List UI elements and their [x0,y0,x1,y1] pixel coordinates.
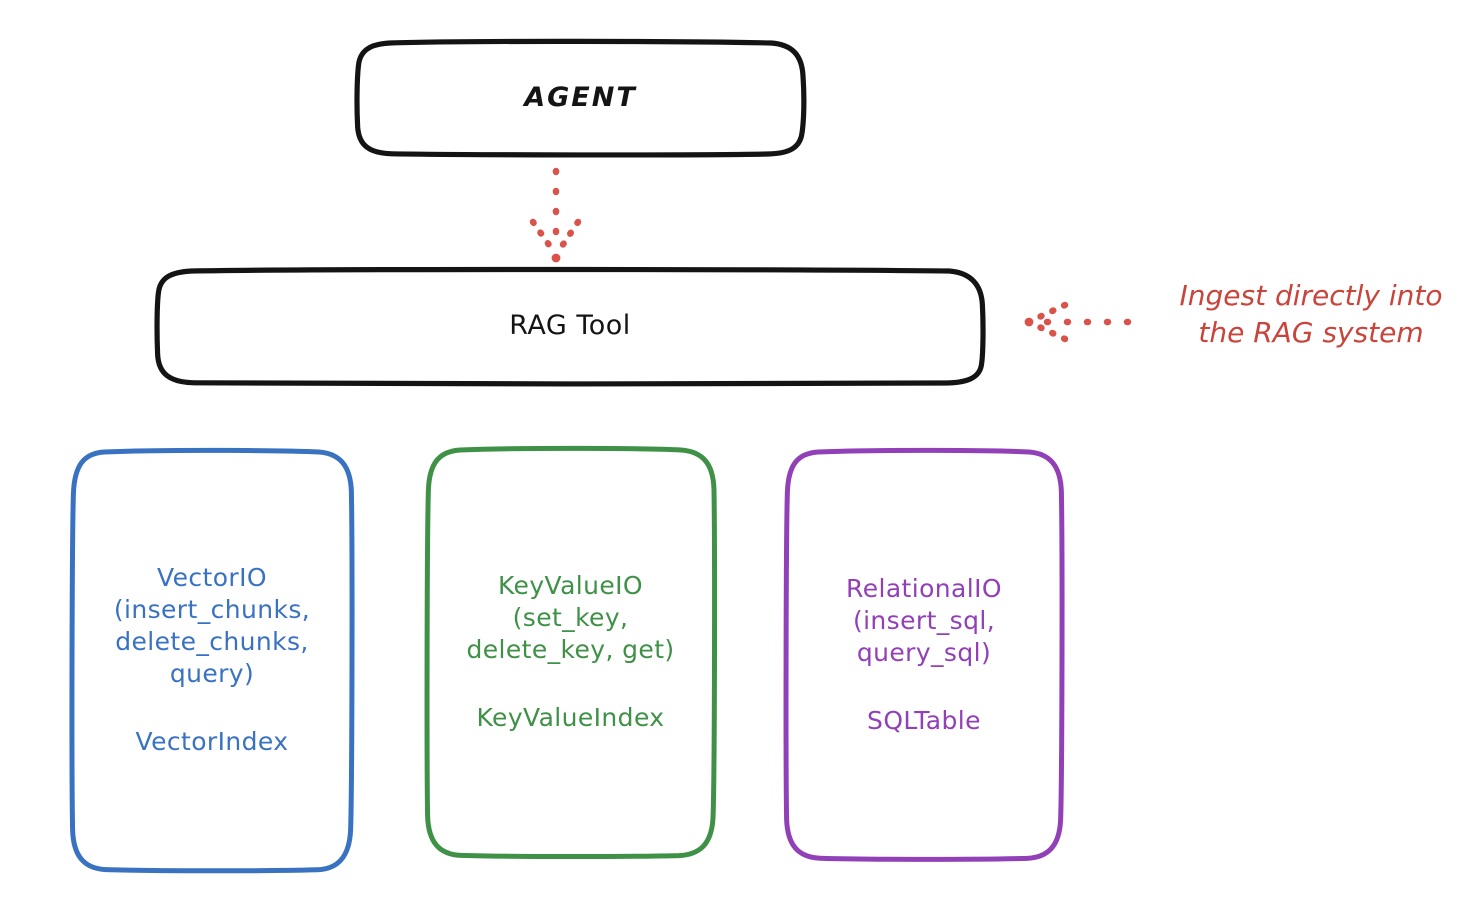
ingest-annotation-label: Ingest directly into the RAG system [1179,279,1443,349]
relational-io-primary-label: RelationalIO (insert_sql, query_sql) [846,573,1002,667]
vector-io-box-outline[interactable] [69,447,355,874]
key-value-io-box-outline[interactable] [424,445,718,860]
vector-io-node[interactable]: VectorIO (insert_chunks, delete_chunks, … [72,450,352,870]
agent-box-outline[interactable] [354,38,807,158]
ingest-to-rag-tool-connector [1024,301,1132,343]
rag-tool-node[interactable]: RAG Tool [157,270,983,383]
vector-io-primary-label: VectorIO (insert_chunks, delete_chunks, … [113,563,311,688]
agent-to-rag-tool-connector [529,167,582,263]
agent-node[interactable]: AGENT [357,42,804,154]
agent-label: AGENT [524,81,637,113]
vector-io-secondary-label: VectorIndex [135,727,289,756]
rag-tool-box-outline[interactable] [154,266,986,387]
rag-tool-label: RAG Tool [509,310,631,342]
relational-io-node[interactable]: RelationalIO (insert_sql, query_sql) SQL… [787,450,1061,859]
key-value-io-primary-label: KeyValueIO (set_key, delete_key, get) [466,571,675,664]
key-value-io-secondary-label: KeyValueIndex [476,703,665,732]
key-value-io-node[interactable]: KeyValueIO (set_key, delete_key, get) Ke… [427,448,714,856]
relational-io-box-outline[interactable] [783,447,1065,862]
relational-io-secondary-label: SQLTable [867,705,981,735]
